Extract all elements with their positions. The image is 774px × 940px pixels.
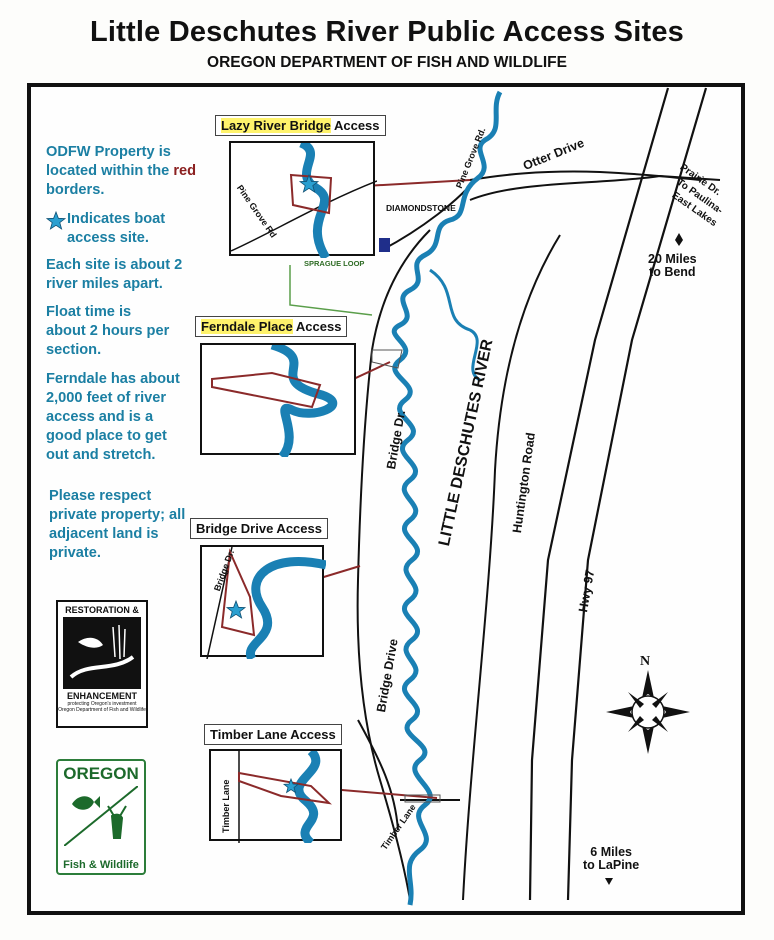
timber-lane-inset: Timber Lane [209,749,342,843]
lazy-river-label: Lazy River Bridge Access [215,115,386,136]
odfw-fish-wildlife-text: Fish & Wildlife [63,859,139,871]
timber-lane-inset-river [294,751,321,843]
bridge-drive-label: Bridge Drive Access [190,518,328,539]
ferndale-label: Ferndale Place Access [195,316,348,337]
timber-site-outline [404,794,441,803]
restoration-title: RESTORATION & [65,605,139,615]
restoration-sub-2: Oregon Department of Fish and Wildlife [58,707,146,713]
lazy-river-label-highlight: Lazy River Bridge [221,118,331,133]
sprague-loop-road [289,265,373,316]
timber-lane-inset-border [238,771,332,805]
odfw-logo: OREGON Fish & Wildlife [56,759,146,875]
little-deschutes-river [391,90,503,906]
hwy-97-road [528,87,670,901]
star-icon [282,777,300,794]
star-icon [298,173,320,193]
fish-icon [63,617,141,689]
map-title: Little Deschutes River Public Access Sit… [89,16,684,48]
respect-note: Please respect private property; all adj… [49,488,186,561]
ferndale-label-access: Access [295,319,342,334]
odfw-oregon-text: OREGON [63,764,139,783]
bridge-drive-inset: Bridge Dr. [200,545,326,659]
otter-drive-road [469,170,701,181]
north-label: N [640,654,651,669]
river-side-channel [429,268,481,382]
lazy-river-inset-road [231,180,377,252]
property-note: ODFW Property is located within the red … [46,143,206,200]
ferndale-inset [200,343,356,457]
timber-lane-inset-label: Timber Lane [221,779,231,833]
ferndale-site-outline [371,349,403,369]
property-note-text-2: borders. [46,182,105,198]
arrow-down-icon [605,878,613,885]
lazy-river-label-access: Access [333,118,380,133]
lazy-river-inset-river [298,143,330,258]
enhancement-title: ENHANCEMENT [66,691,137,701]
bend-label: 20 Miles to Bend [648,253,697,279]
deer-icon [64,786,138,846]
boat-access-note: Indicates boat access site. [67,211,166,246]
lazy-river-inset: Pine Grove Rd [229,141,377,258]
ferndale-inset-river [270,345,338,457]
float-time-note: Float time is about 2 hours per section. [46,304,170,358]
bend-label-1: 20 Miles [648,252,697,266]
spacing-note: Each site is about 2 river miles apart. [46,257,183,292]
sprague-loop-label: SPRAGUE LOOP [304,259,365,268]
property-note-red: red [173,163,197,179]
ferndale-inset-border [211,371,322,409]
star-icon [225,599,247,619]
ferndale-note: Ferndale has about 2,000 feet of river a… [46,371,180,463]
star-icon [45,210,67,236]
bridge-drive-road [356,229,431,901]
diamondstone-marker [379,238,390,252]
lazy-river-inset-border [289,173,333,215]
restoration-enhancement-logo: RESTORATION & ENHANCEMENT protecting Ore… [56,600,148,728]
lapine-label: 6 Miles to LaPine [583,846,639,872]
bend-label-2: to Bend [649,265,696,279]
hwy-97-road-edge [566,87,708,901]
map-subtitle: OREGON DEPARTMENT OF FISH AND WILDLIFE [207,54,567,71]
timber-lane-label: Timber Lane Access [204,724,342,745]
compass-rose-icon [606,670,690,754]
property-note-text-1: ODFW Property is located within the [46,144,171,179]
lapine-label-1: 6 Miles [590,845,632,859]
lapine-label-2: to LaPine [583,858,640,872]
diamondstone-label: DIAMONDSTONE [386,203,456,213]
arrow-up-icon [675,233,683,246]
bridge-drive-inset-river [245,557,326,659]
huntington-road [462,174,721,901]
bridge-drive-inset-border [220,548,256,637]
ferndale-label-highlight: Ferndale Place [201,319,293,334]
restoration-sub-1: protecting Oregon's investment [67,701,137,707]
